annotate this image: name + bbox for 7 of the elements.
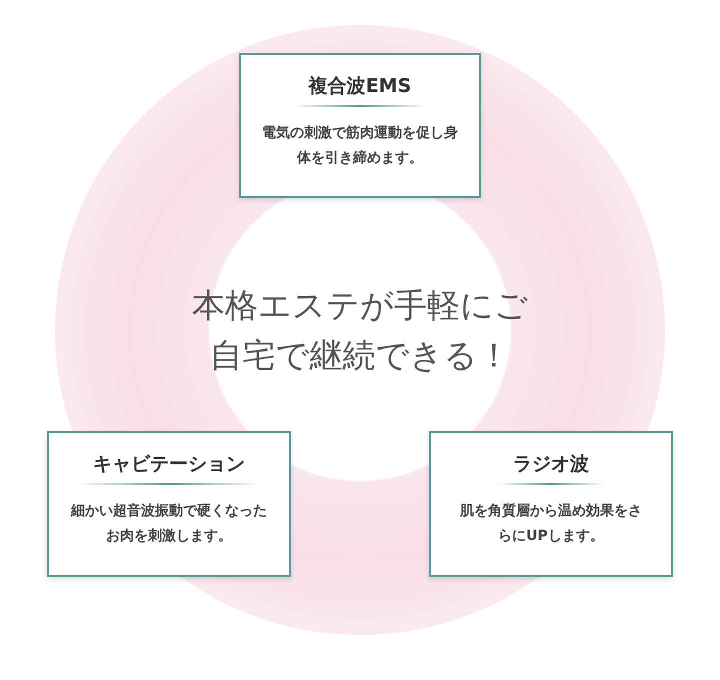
card-heading: キャビテーション [77,451,261,485]
card-description: 電気の刺激で筋肉運動を促し身体を引き締めます。 [262,124,458,168]
card-description: 細かい超音波振動で硬くなったお肉を刺激します。 [70,502,268,546]
card-heading: 複合波EMS [292,73,428,107]
card-description: 肌を角質層から温め効果をさらにUPします。 [458,502,643,546]
center-heading: 本格エステが手軽にご自宅で継続できる！ [191,284,529,376]
card-heading: ラジオ波 [497,451,605,485]
